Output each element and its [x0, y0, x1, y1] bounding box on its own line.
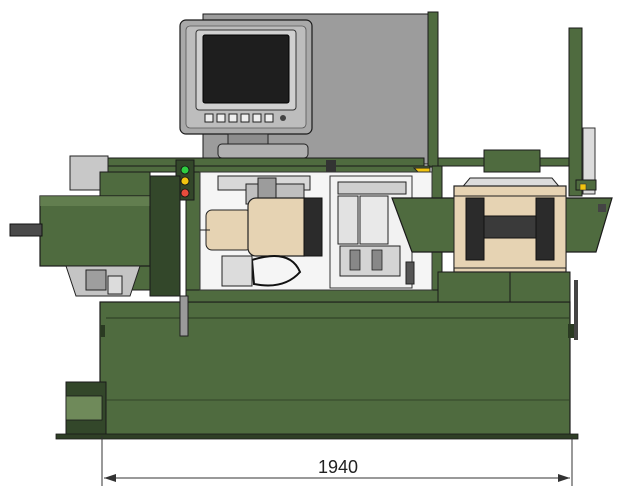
filter-section — [329, 175, 415, 289]
filter-canister-left — [337, 195, 359, 245]
motor-shaft — [9, 223, 43, 237]
panel-buttons — [204, 113, 286, 123]
dimension-annotation: 1940 — [101, 436, 573, 486]
right-tray — [391, 149, 613, 340]
yellow-light-icon — [180, 176, 190, 186]
pump-cylinder — [247, 197, 313, 257]
stop-button-icon — [180, 188, 190, 198]
green-light-icon — [180, 165, 190, 175]
operator-panel — [179, 19, 313, 159]
filter-canister-right — [359, 195, 389, 245]
left-assembly — [9, 155, 181, 297]
base-cabinet — [55, 301, 579, 440]
display-screen — [202, 34, 290, 104]
dimension-value: 1940 — [318, 457, 358, 477]
